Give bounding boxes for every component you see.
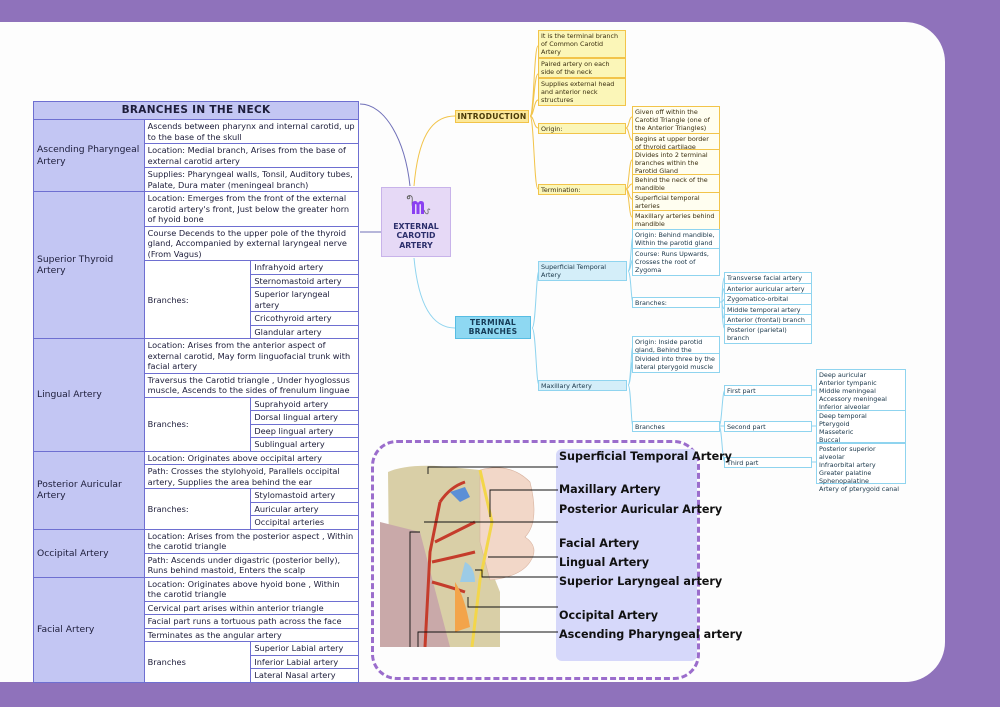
illustration-frame bbox=[371, 440, 700, 680]
superficial-temporal-node[interactable]: Superficial Temporal Artery bbox=[538, 261, 627, 281]
branch-item: Posterior superior alveolar bbox=[819, 445, 876, 461]
artery-detail: Path: Crosses the stylohyoid, Parallels … bbox=[143, 464, 360, 490]
intro-fact: Paired artery on each side of the neck bbox=[538, 58, 626, 78]
artery-detail: Path: Ascends under digastric (posterior… bbox=[143, 552, 360, 578]
artery-detail: Location: Originates above hyoid bone , … bbox=[143, 576, 360, 602]
st-item: Course: Runs Upwards, Crosses the root o… bbox=[632, 248, 720, 276]
branch-item: Deep temporal bbox=[819, 412, 867, 420]
artery-detail: Facial part runs a tortuous path across … bbox=[143, 614, 360, 629]
artery-detail: Location: Originates above occipital art… bbox=[143, 450, 360, 466]
branch-item: Greater palatine bbox=[819, 469, 872, 477]
artery-name: Occipital Artery bbox=[33, 528, 145, 578]
artery-detail: Cervical part arises within anterior tri… bbox=[143, 600, 360, 616]
introduction-node[interactable]: INTRODUCTION bbox=[455, 110, 529, 123]
artery-name: Ascending Pharyngeal Artery bbox=[33, 119, 145, 193]
artery-detail: Terminates as the angular artery bbox=[143, 627, 360, 643]
max-part: Second part bbox=[724, 421, 812, 432]
termination-item: Behind the neck of the mandible bbox=[632, 174, 720, 194]
branch-item: Suprahyoid artery bbox=[250, 396, 359, 412]
center-node[interactable]: EXTERNAL CAROTID ARTERY bbox=[381, 187, 451, 257]
branch-item: Occipital arteries bbox=[250, 515, 359, 530]
branches-label: Branches bbox=[143, 641, 252, 683]
label-ascending-pharyngeal: Ascending Pharyngeal artery bbox=[559, 628, 743, 641]
branch-item: Accessory meningeal bbox=[819, 395, 887, 403]
branch-item: Inferior alveolar bbox=[819, 403, 870, 411]
branches-label: Branches: bbox=[143, 396, 252, 452]
branches-label: Branches: bbox=[143, 488, 252, 530]
artery-detail: Location: Arises from the anterior aspec… bbox=[143, 338, 360, 374]
max-part-branches: Posterior superior alveolar Infraorbital… bbox=[816, 443, 906, 493]
branch-item: Sternomastoid artery bbox=[250, 273, 359, 289]
branch-item: Sphenopalatine bbox=[819, 477, 869, 485]
max-part-branches: Deep temporal Pterygoid Masseteric Bucca… bbox=[816, 410, 906, 444]
branch-item: Lateral Nasal artery bbox=[250, 668, 359, 683]
center-label: EXTERNAL CAROTID ARTERY bbox=[393, 222, 439, 250]
label-posterior-auricular: Posterior Auricular Artery bbox=[559, 503, 723, 516]
artery-name: Lingual Artery bbox=[33, 338, 145, 452]
artery-detail: Location: Medial branch, Arises from the… bbox=[143, 143, 360, 169]
artery-detail: Supplies: Pharyngeal walls, Tonsil, Audi… bbox=[143, 167, 360, 193]
branch-item: Infrahyoid artery bbox=[250, 260, 359, 275]
label-facial: Facial Artery bbox=[559, 537, 640, 550]
st-item: Origin: Behind mandible, Within the paro… bbox=[632, 229, 720, 249]
branches-in-neck-table: BRANCHES IN THE NECK Ascending Pharyngea… bbox=[33, 100, 360, 683]
st-branches-label: Branches: bbox=[632, 297, 720, 308]
artery-name: Facial Artery bbox=[33, 576, 145, 683]
artery-detail: Location: Emerges from the front of the … bbox=[143, 191, 360, 227]
branch-item: Anterior tympanic bbox=[819, 379, 877, 387]
branch-item: Deep lingual artery bbox=[250, 423, 359, 439]
label-maxillary: Maxillary Artery bbox=[559, 483, 661, 496]
termination-item: Superficial temporal arteries bbox=[632, 192, 720, 212]
neck-anatomy-illustration bbox=[380, 465, 558, 647]
stethoscope-m-logo-icon bbox=[406, 195, 431, 215]
origin-item: Begins at upper border of thyroid cartil… bbox=[632, 133, 720, 153]
artery-detail: Course Decends to the upper pole of the … bbox=[143, 225, 360, 262]
branch-item: Artery of pterygoid canal bbox=[819, 485, 899, 493]
artery-name: Posterior Auricular Artery bbox=[33, 450, 145, 530]
branch-item: Superior laryngeal artery bbox=[250, 287, 359, 313]
branches-label: Branches: bbox=[143, 260, 252, 340]
branch-item: Auricular artery bbox=[250, 501, 359, 517]
label-superficial-temporal: Superficial Temporal Artery bbox=[559, 450, 732, 463]
labels-panel bbox=[556, 449, 697, 661]
branch-item: Cricothyroid artery bbox=[250, 311, 359, 326]
branch-item: Stylomastoid artery bbox=[250, 488, 359, 503]
label-occipital: Occipital Artery bbox=[559, 609, 658, 622]
branch-item: Inferior Labial artery bbox=[250, 654, 359, 670]
label-lingual: Lingual Artery bbox=[559, 556, 650, 569]
terminal-branches-node[interactable]: TERMINAL BRANCHES bbox=[455, 316, 531, 339]
termination-node[interactable]: Termination: bbox=[538, 184, 626, 195]
max-part-branches: Deep auricular Anterior tympanic Middle … bbox=[816, 369, 906, 411]
branch-item: Buccal bbox=[819, 436, 841, 444]
branch-item: Masseteric bbox=[819, 428, 854, 436]
branch-item: Deep auricular bbox=[819, 371, 867, 379]
artery-detail: Ascends between pharynx and internal car… bbox=[143, 119, 360, 145]
table-title: BRANCHES IN THE NECK bbox=[33, 100, 359, 121]
origin-node[interactable]: Origin: bbox=[538, 123, 626, 134]
branch-item: Dorsal lingual artery bbox=[250, 410, 359, 425]
label-superior-laryngeal: Superior Laryngeal artery bbox=[559, 575, 723, 588]
max-part: Third part bbox=[724, 457, 812, 468]
origin-item: Given off within the Carotid Triangle (o… bbox=[632, 106, 720, 134]
maxillary-node[interactable]: Maxillary Artery bbox=[538, 380, 627, 391]
artery-detail: Traversus the Carotid triangle , Under h… bbox=[143, 372, 360, 398]
max-part: First part bbox=[724, 385, 812, 396]
branch-item: Pterygoid bbox=[819, 420, 850, 428]
intro-fact: It is the terminal branch of Common Caro… bbox=[538, 30, 626, 58]
max-item: Divided into three by the lateral pteryg… bbox=[632, 353, 720, 373]
st-branch: Posterior (parietal) branch bbox=[724, 324, 812, 344]
branch-item: Infraorbital artery bbox=[819, 461, 876, 469]
branch-item: Superior Labial artery bbox=[250, 641, 359, 656]
artery-detail: Location: Arises from the posterior aspe… bbox=[143, 528, 360, 554]
branch-item: Glandular artery bbox=[250, 324, 359, 340]
branch-item: Middle meningeal bbox=[819, 387, 876, 395]
intro-fact: Supplies external head and anterior neck… bbox=[538, 78, 626, 106]
max-branches-label: Branches bbox=[632, 421, 720, 432]
branch-item: Sublingual artery bbox=[250, 437, 359, 452]
termination-item: Divides into 2 terminal branches within … bbox=[632, 149, 720, 177]
artery-name: Superior Thyroid Artery bbox=[33, 191, 145, 340]
termination-item: Maxillary arteries behind mandible bbox=[632, 210, 720, 230]
